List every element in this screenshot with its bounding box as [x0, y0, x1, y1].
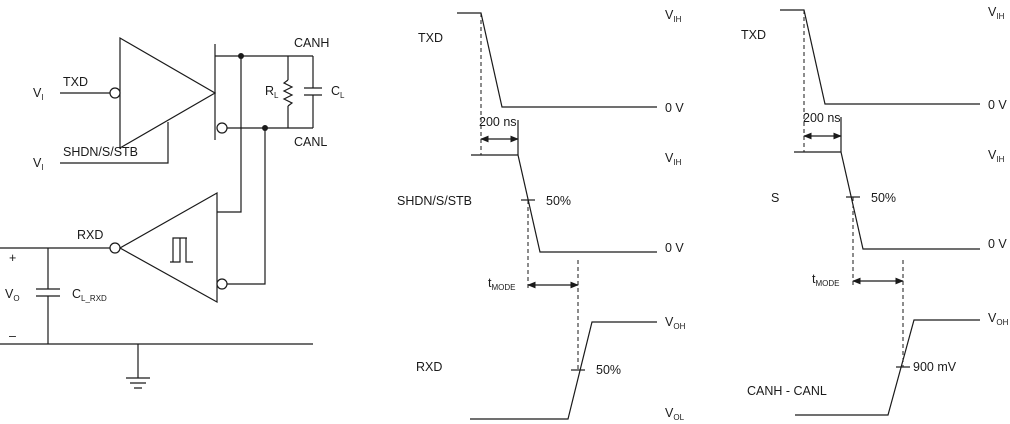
- plus-label: +: [9, 251, 16, 265]
- shdn-waveform: [471, 154, 657, 253]
- load-cap: [304, 56, 322, 128]
- cl-label: CL: [331, 84, 345, 100]
- pct-mid-label: 50%: [546, 194, 571, 208]
- delay-label-b: 200 ns: [803, 111, 841, 125]
- tmode-label-b: tMODE: [812, 272, 839, 288]
- pct-mid-label-b: 50%: [871, 191, 896, 205]
- shdn-label: SHDN/S/STB: [397, 194, 472, 208]
- vi-txd-label: VI: [33, 86, 44, 102]
- rxd-pin-label: RXD: [77, 228, 103, 242]
- vih-top-label: VIH: [665, 8, 682, 24]
- txd-waveform: [457, 12, 657, 108]
- shdn-pin-label: SHDN/S/STB: [63, 145, 138, 159]
- txd-inversion-bubble: [109, 87, 121, 99]
- voh-label-b: VOH: [988, 311, 1009, 327]
- vol-label: VOL: [665, 406, 685, 422]
- threshold-label: 900 mV: [913, 360, 957, 374]
- vih-top-label-b: VIH: [988, 5, 1005, 21]
- load-resistor: [282, 79, 294, 107]
- hysteresis-symbol: [170, 237, 193, 263]
- canh-label: CANH: [294, 36, 329, 50]
- canl-output-bubble: [216, 122, 228, 134]
- cl-rxd-label: CL_RXD: [72, 287, 107, 303]
- rl-label: RL: [265, 84, 279, 100]
- zero-v-mid-label-b: 0 V: [988, 237, 1007, 251]
- test-circuit-schematic: VI TXD VI SHDN/S/STB RL CL CANH CANL RXD: [0, 36, 345, 389]
- rxd-label: RXD: [416, 360, 442, 374]
- ground-symbol: [126, 344, 150, 389]
- vih-mid-label-b: VIH: [988, 148, 1005, 164]
- vo-label: VO: [5, 287, 20, 303]
- zero-v-top-label-b: 0 V: [988, 98, 1007, 112]
- voh-label: VOH: [665, 315, 686, 331]
- timing-diagram-s: TXD VIH 0 V 200 ns S VIH 50% 0 V tMODE C…: [741, 5, 1009, 416]
- shdn-input-wire: [60, 122, 169, 164]
- vi-shdn-label: VI: [33, 156, 44, 172]
- canl-label: CANL: [294, 135, 327, 149]
- zero-v-top-label: 0 V: [665, 101, 684, 115]
- s-waveform: [794, 151, 980, 250]
- zero-v-mid-label: 0 V: [665, 241, 684, 255]
- receiver-input-bubble: [216, 278, 228, 290]
- txd-pin-label: TXD: [63, 75, 88, 89]
- rxd-cap: [36, 248, 60, 344]
- vih-mid-label: VIH: [665, 151, 682, 167]
- txd-waveform-b: [780, 9, 980, 105]
- txd-label: TXD: [418, 31, 443, 45]
- delay-label: 200 ns: [479, 115, 517, 129]
- timing-diagram-shdn: TXD VIH 0 V 200 ns SHDN/S/STB VIH 50% 0 …: [397, 8, 686, 422]
- rxd-waveform: [470, 321, 657, 420]
- receiver-bubble-out: [109, 242, 121, 254]
- minus-label: –: [9, 329, 16, 343]
- canh-to-receiver: [217, 56, 242, 213]
- pct-bot-label: 50%: [596, 363, 621, 377]
- txd-label-b: TXD: [741, 28, 766, 42]
- canl-to-receiver: [227, 128, 266, 285]
- tmode-label: tMODE: [488, 276, 515, 292]
- receiver-triangle: [118, 191, 218, 304]
- s-label: S: [771, 191, 779, 205]
- canh-canl-label: CANH - CANL: [747, 384, 827, 398]
